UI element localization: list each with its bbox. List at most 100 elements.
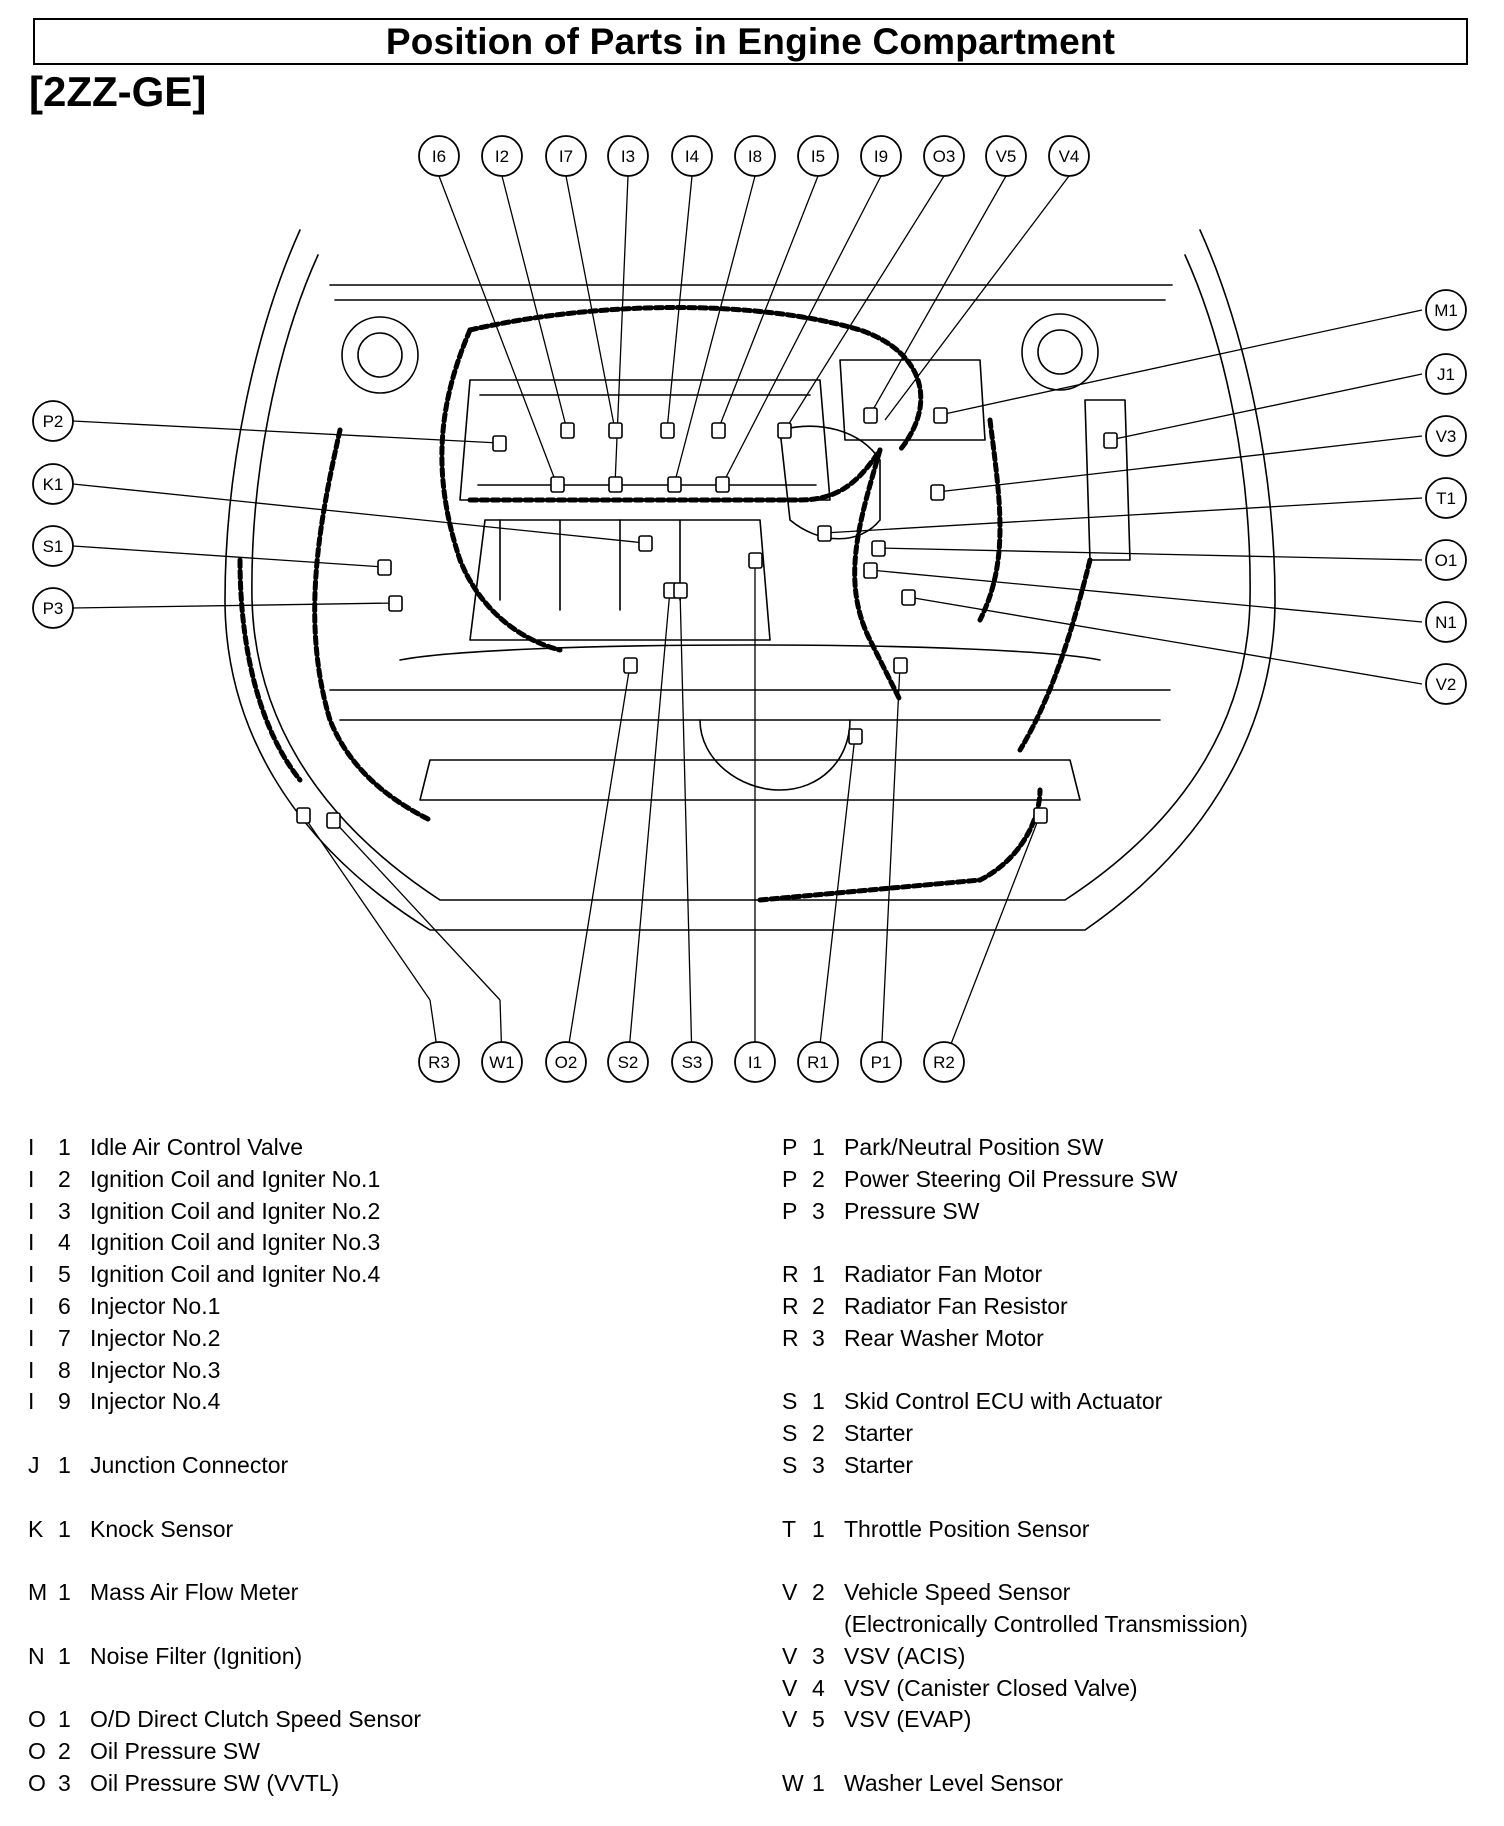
legend-description: Oil Pressure SW (VVTL) <box>90 1769 340 1796</box>
callout-T1: T1 <box>1425 477 1467 519</box>
svg-text:P3: P3 <box>43 599 64 618</box>
callout-N1: N1 <box>1425 601 1467 643</box>
svg-text:I4: I4 <box>685 147 699 166</box>
legend-letter: I <box>28 1134 35 1160</box>
legend-description: Ignition Coil and Igniter No.2 <box>90 1197 381 1224</box>
legend-number: 1 <box>58 1642 71 1669</box>
callout-R2: R2 <box>923 1041 965 1083</box>
legend-letter: I <box>28 1292 35 1319</box>
callout-I7: I7 <box>545 135 587 177</box>
legend-number: 1 <box>58 1706 71 1733</box>
legend-description: Ignition Coil and Igniter No.4 <box>90 1261 381 1288</box>
legend-description: Vehicle Speed Sensor <box>844 1579 1071 1606</box>
legend-description: VSV (Canister Closed Valve) <box>844 1674 1138 1701</box>
callout-I2: I2 <box>481 135 523 177</box>
legend-number: 2 <box>58 1165 71 1192</box>
legend-letter: S <box>782 1388 798 1415</box>
svg-text:I3: I3 <box>621 147 635 166</box>
callout-M1: M1 <box>1425 289 1467 331</box>
legend-letter: V <box>782 1706 798 1733</box>
legend-description: Oil Pressure SW <box>90 1738 260 1765</box>
legend-description: Starter <box>844 1451 914 1478</box>
svg-text:O2: O2 <box>555 1053 578 1072</box>
callout-O2: O2 <box>545 1041 587 1083</box>
svg-text:P1: P1 <box>871 1053 892 1072</box>
svg-text:T1: T1 <box>1436 489 1456 508</box>
legend-description: O/D Direct Clutch Speed Sensor <box>90 1706 422 1733</box>
legend-number: 2 <box>812 1292 825 1319</box>
legend-letter: O <box>28 1706 46 1733</box>
svg-text:I9: I9 <box>874 147 888 166</box>
legend-letter: J <box>28 1451 40 1478</box>
legend-letter: I <box>28 1261 35 1288</box>
legend-letter: R <box>782 1324 799 1351</box>
legend-description: Junction Connector <box>90 1451 289 1478</box>
callout-I3: I3 <box>607 135 649 177</box>
legend-letter: R <box>782 1261 799 1288</box>
svg-text:J1: J1 <box>1437 365 1455 384</box>
legend-number: 2 <box>812 1165 825 1192</box>
legend-description: Noise Filter (Ignition) <box>90 1642 303 1669</box>
svg-text:V2: V2 <box>1436 675 1457 694</box>
legend-number: 2 <box>812 1420 825 1447</box>
legend-description: Injector No.4 <box>90 1388 221 1415</box>
callout-S1: S1 <box>32 525 74 567</box>
legend-letter: P <box>782 1165 798 1192</box>
callout-P2: P2 <box>32 400 74 442</box>
callout-W1: W1 <box>481 1041 523 1083</box>
svg-text:I1: I1 <box>748 1053 762 1072</box>
legend-number: 1 <box>812 1134 825 1160</box>
legend-number: 5 <box>58 1261 71 1288</box>
svg-text:R1: R1 <box>807 1053 829 1072</box>
legend-description: Starter <box>844 1420 914 1447</box>
legend-description: Pressure SW <box>844 1197 980 1224</box>
svg-text:S1: S1 <box>43 537 64 556</box>
legend-description: VSV (ACIS) <box>844 1642 966 1669</box>
legend-letter: W <box>782 1769 804 1796</box>
callout-S2: S2 <box>607 1041 649 1083</box>
legend-number: 7 <box>58 1324 71 1351</box>
callout-P1: P1 <box>860 1041 902 1083</box>
legend-number: 3 <box>812 1197 825 1224</box>
legend-description: Injector No.3 <box>90 1356 221 1383</box>
legend-number: 2 <box>812 1579 825 1606</box>
svg-text:I5: I5 <box>811 147 825 166</box>
legend-letter: S <box>782 1420 798 1447</box>
svg-text:K1: K1 <box>43 475 64 494</box>
callout-I4: I4 <box>671 135 713 177</box>
legend-description: VSV (EVAP) <box>844 1706 972 1733</box>
svg-text:I8: I8 <box>748 147 762 166</box>
svg-text:I7: I7 <box>559 147 573 166</box>
legend-description: Idle Air Control Valve <box>90 1134 304 1160</box>
legend-number: 8 <box>58 1356 71 1383</box>
connectors <box>296 407 1118 829</box>
svg-text:V4: V4 <box>1059 147 1080 166</box>
legend-number: 3 <box>812 1451 825 1478</box>
legend-letter: P <box>782 1197 798 1224</box>
legend-number: 3 <box>812 1642 825 1669</box>
legend-number: 1 <box>58 1451 71 1478</box>
legend-description: Injector No.2 <box>90 1324 221 1351</box>
engine-compartment-diagram: I6 I2 I7 I3 I4 I8 I5 I9 O3 V5 V4 P2 K1 S… <box>32 135 1467 1083</box>
callout-O3: O3 <box>923 135 965 177</box>
legend-description: Knock Sensor <box>90 1515 234 1542</box>
